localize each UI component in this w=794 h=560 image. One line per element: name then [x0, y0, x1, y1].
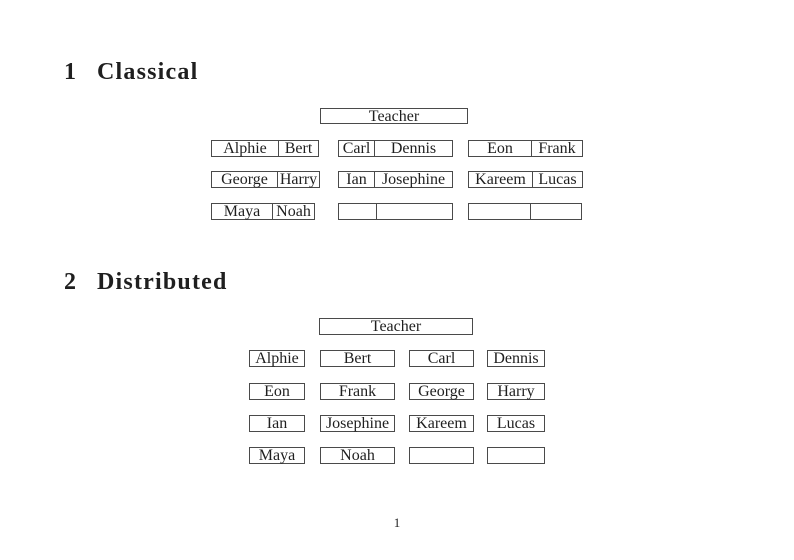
desk: Eon Frank [468, 140, 583, 157]
seat-label [376, 204, 452, 219]
desk: Maya [249, 447, 305, 464]
desk: Kareem [409, 415, 474, 432]
seat-label: George [221, 171, 268, 188]
seat-label: Lucas [532, 172, 582, 188]
page-number: 1 [393, 515, 401, 530]
seat-label: Kareem [416, 415, 467, 432]
seat-label: Noah [340, 447, 375, 464]
teacher-box: Teacher [319, 318, 473, 335]
desk: Maya Noah [211, 203, 315, 220]
seat-label: Noah [272, 204, 314, 220]
seat-label: Alphie [255, 350, 299, 367]
desk: George Harry [211, 171, 320, 188]
seat-label: Harry [497, 383, 535, 400]
desk: Frank [320, 383, 395, 400]
seat-label: Josephine [325, 415, 390, 432]
seat-label: George [418, 383, 465, 400]
seat-label: Dennis [493, 350, 539, 367]
seat-label: Maya [258, 447, 296, 464]
section-heading-classical: 1 Classical [64, 60, 198, 84]
desk: Dennis [487, 350, 545, 367]
seat-label: Dennis [374, 141, 452, 157]
seat-label: Eon [487, 140, 513, 157]
seat-label [530, 204, 581, 219]
desk: Ian Josephine [338, 171, 453, 188]
seat-label: Kareem [475, 171, 526, 188]
section-number: 2 [64, 269, 76, 295]
teacher-label: Teacher [368, 107, 420, 125]
desk: Josephine [320, 415, 395, 432]
desk: George [409, 383, 474, 400]
seat-label: Carl [342, 140, 371, 157]
seat-label: Josephine [374, 172, 452, 188]
seat-label: Ian [346, 171, 367, 188]
desk: Carl [409, 350, 474, 367]
desk: Noah [320, 447, 395, 464]
seat-label: Bert [278, 141, 318, 157]
desk [409, 447, 474, 464]
seat-label: Alphie [223, 140, 267, 157]
seat-label [488, 448, 544, 463]
section-title: Classical [97, 59, 199, 85]
section-heading-distributed: 2 Distributed [64, 270, 228, 294]
desk [338, 203, 453, 220]
seat-label: Harry [277, 172, 319, 188]
desk: Kareem Lucas [468, 171, 583, 188]
desk: Alphie Bert [211, 140, 319, 157]
desk: Ian [249, 415, 305, 432]
seat-label [469, 204, 530, 219]
desk [487, 447, 545, 464]
seat-label: Carl [427, 350, 456, 367]
desk [468, 203, 582, 220]
desk: Bert [320, 350, 395, 367]
seat-label: Ian [266, 415, 288, 432]
desk: Harry [487, 383, 545, 400]
section-title: Distributed [97, 269, 228, 295]
section-number: 1 [64, 59, 76, 85]
seat-label [410, 448, 473, 463]
seat-label: Eon [264, 383, 290, 400]
desk: Lucas [487, 415, 545, 432]
desk: Eon [249, 383, 305, 400]
desk: Alphie [249, 350, 305, 367]
seat-label: Bert [343, 350, 372, 367]
seat-label: Maya [223, 203, 261, 220]
teacher-box: Teacher [320, 108, 468, 124]
seat-label: Frank [531, 141, 582, 157]
seat-label: Frank [338, 383, 377, 400]
seat-label: Lucas [496, 415, 536, 432]
seat-label [339, 204, 376, 219]
teacher-label: Teacher [370, 318, 422, 335]
